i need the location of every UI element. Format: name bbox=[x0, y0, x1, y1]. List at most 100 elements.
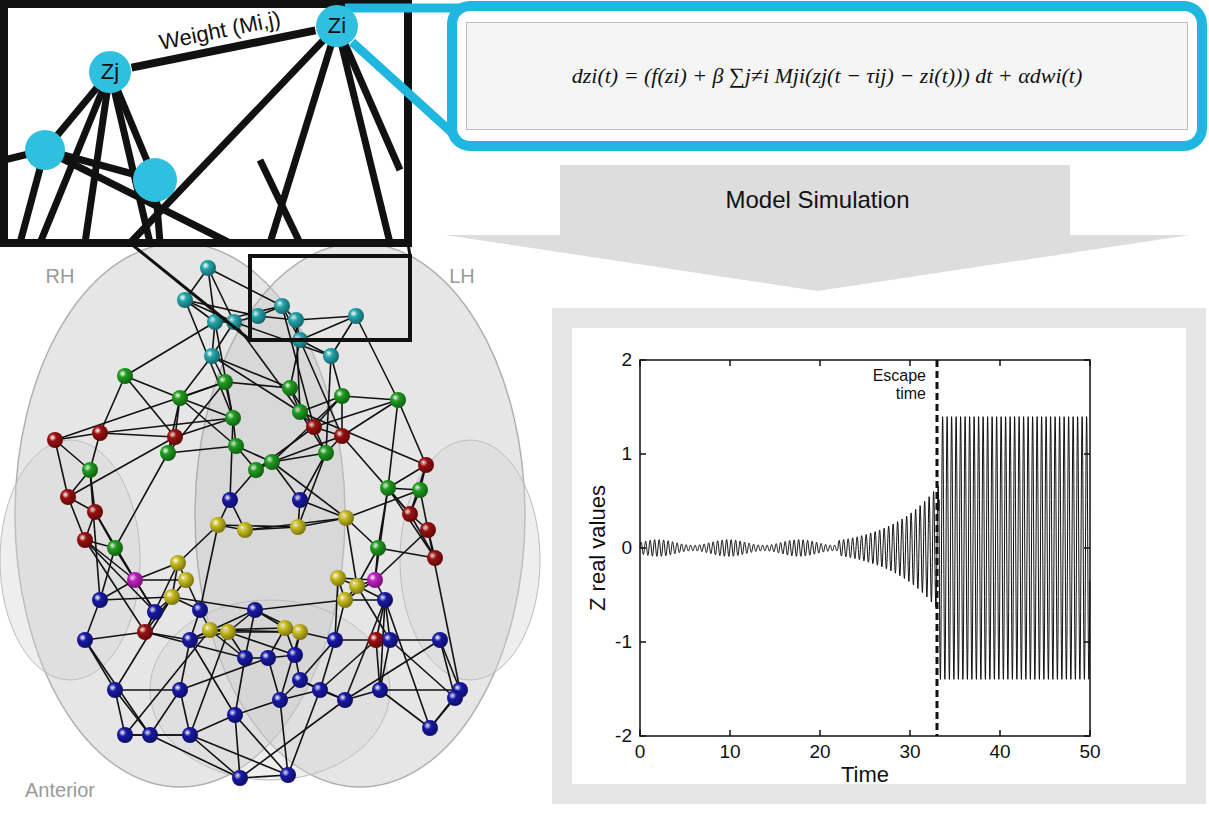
y-tick-label: -2 bbox=[615, 726, 632, 747]
connection-line bbox=[255, 600, 345, 610]
region-sphere bbox=[92, 425, 108, 441]
y-tick bbox=[1084, 735, 1090, 737]
y-tick bbox=[1084, 547, 1090, 549]
y-tick bbox=[640, 735, 646, 737]
x-tick bbox=[639, 730, 641, 736]
x-tick-label: 50 bbox=[1079, 742, 1100, 763]
connection-line bbox=[185, 300, 258, 316]
connection-line bbox=[235, 715, 288, 775]
region-sphere bbox=[377, 592, 393, 608]
x-tick-label: 40 bbox=[989, 742, 1010, 763]
connection-line bbox=[388, 488, 435, 558]
region-node bbox=[25, 130, 65, 170]
connection-line bbox=[100, 418, 233, 433]
connection-line bbox=[168, 382, 225, 453]
process-arrow: Model Simulation bbox=[445, 165, 1190, 291]
connection-line bbox=[346, 518, 357, 586]
callout-wedge bbox=[345, 8, 460, 140]
connection-line bbox=[190, 735, 240, 778]
region-sphere bbox=[334, 388, 350, 404]
connection-line bbox=[100, 376, 125, 433]
plot-panel bbox=[552, 308, 1206, 804]
connection-line bbox=[272, 462, 346, 518]
y-tick bbox=[1084, 641, 1090, 643]
y-tick bbox=[640, 453, 646, 455]
region-sphere bbox=[117, 727, 133, 743]
node-circle bbox=[316, 5, 358, 47]
connection-line bbox=[100, 597, 172, 600]
region-sphere bbox=[127, 572, 143, 588]
connection-line bbox=[150, 690, 180, 735]
region-sphere bbox=[447, 690, 463, 706]
region-sphere bbox=[382, 632, 398, 648]
region-sphere bbox=[380, 480, 396, 496]
region-sphere bbox=[272, 692, 288, 708]
connection-line bbox=[345, 640, 440, 700]
annotation: Escape time bbox=[866, 366, 928, 403]
region-sphere bbox=[220, 624, 236, 640]
region-sphere bbox=[420, 522, 436, 538]
region-sphere bbox=[228, 438, 244, 454]
region-sphere bbox=[210, 517, 226, 533]
region-sphere bbox=[77, 532, 93, 548]
y-tick bbox=[640, 641, 646, 643]
network-node: Zi bbox=[315, 4, 359, 48]
region-sphere bbox=[334, 428, 350, 444]
region-sphere bbox=[427, 550, 443, 566]
connection-line bbox=[235, 715, 240, 778]
y-tick-label: 0 bbox=[621, 538, 632, 559]
connection-line bbox=[150, 735, 240, 778]
region-sphere bbox=[274, 298, 290, 314]
connection-line bbox=[190, 632, 228, 735]
connection-line bbox=[428, 530, 460, 690]
node-shape bbox=[445, 165, 1190, 291]
region-sphere bbox=[87, 504, 103, 520]
inset-ground bbox=[4, 4, 408, 243]
region-sphere bbox=[337, 692, 353, 708]
y-tick bbox=[640, 359, 646, 361]
region-sphere bbox=[422, 720, 438, 736]
connection-line bbox=[200, 525, 218, 610]
connection-line bbox=[115, 453, 168, 548]
region-node bbox=[133, 158, 177, 202]
brain-connections bbox=[55, 268, 460, 778]
connection-line bbox=[215, 322, 233, 418]
connection-line bbox=[300, 453, 326, 500]
zoom-inset bbox=[4, 4, 408, 243]
connection-line bbox=[90, 470, 100, 600]
x-tick-label: 0 bbox=[635, 742, 646, 763]
connection-line bbox=[115, 689, 180, 691]
connection-line bbox=[190, 735, 288, 775]
connection-line bbox=[68, 437, 175, 497]
region-sphere bbox=[367, 572, 383, 588]
x-tick bbox=[729, 360, 731, 366]
connection-line bbox=[385, 600, 430, 728]
x-tick bbox=[909, 730, 911, 736]
region-sphere bbox=[170, 555, 186, 571]
connection-line bbox=[288, 690, 320, 775]
region-sphere bbox=[222, 492, 238, 508]
region-sphere bbox=[327, 632, 343, 648]
axis-title: Time bbox=[841, 763, 889, 787]
connection-line bbox=[125, 630, 210, 735]
connection-line bbox=[230, 418, 233, 500]
connection-line bbox=[356, 316, 398, 400]
region-sphere bbox=[337, 592, 353, 608]
edge-label: Weight (Mi,j) bbox=[157, 7, 282, 55]
region-sphere bbox=[178, 572, 194, 588]
inset-line bbox=[45, 150, 230, 243]
region-sphere bbox=[177, 292, 193, 308]
region-sphere bbox=[292, 404, 308, 420]
region-sphere bbox=[287, 647, 303, 663]
region-sphere bbox=[372, 682, 388, 698]
step-label: Model Simulation bbox=[725, 186, 909, 214]
region-sphere bbox=[204, 348, 220, 364]
x-tick bbox=[639, 360, 641, 366]
network-node: Zj bbox=[88, 50, 132, 94]
region-sphere bbox=[338, 510, 354, 526]
y-tick bbox=[1084, 359, 1090, 361]
region-sphere bbox=[288, 312, 304, 328]
x-tick-label: 30 bbox=[899, 742, 920, 763]
connection-line bbox=[208, 268, 282, 306]
connection-line bbox=[280, 632, 300, 700]
